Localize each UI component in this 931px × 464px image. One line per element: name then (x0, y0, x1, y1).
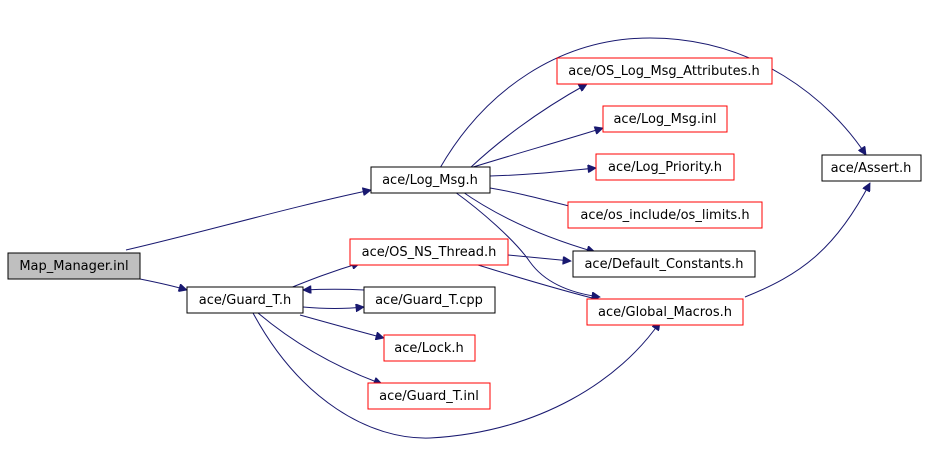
node-box (370, 166, 491, 194)
node-guard-t-h[interactable]: ace/Guard_T.h (186, 286, 304, 314)
edge-guard-t-to-lock (299, 314, 384, 338)
edge-guard-t-to-global-macros (252, 312, 660, 439)
edge-log-msg-to-assert (439, 37, 866, 169)
node-label: ace/Global_Macros.h (598, 305, 732, 320)
edge-log-msg-to-log-priority (489, 168, 596, 177)
edge-map-manager-to-log-msg (125, 190, 371, 251)
node-os-log-msg-attributes-h[interactable]: ace/OS_Log_Msg_Attributes.h (556, 57, 773, 85)
node-box (186, 286, 304, 314)
edge-guard-t-cpp-to-guard-t (303, 289, 365, 290)
node-box (383, 334, 476, 362)
node-label: ace/OS_NS_Thread.h (362, 245, 497, 260)
node-box (572, 250, 756, 278)
node-default-constants-h[interactable]: ace/Default_Constants.h (572, 250, 756, 278)
node-label: ace/Lock.h (394, 341, 464, 356)
node-label: ace/os_include/os_limits.h (580, 208, 749, 223)
edge-log-msg-to-log-msg-inl (469, 128, 603, 169)
node-os-ns-thread-h[interactable]: ace/OS_NS_Thread.h (349, 238, 509, 266)
edge-log-msg-to-os-log-msg-attributes (469, 83, 587, 169)
node-box (367, 382, 491, 410)
node-map-manager-inl[interactable]: Map_Manager.inl (7, 252, 141, 280)
node-box (349, 238, 509, 266)
edge-log-msg-to-os-limits (489, 187, 577, 208)
edge-guard-t-to-os-ns-thread (289, 263, 360, 289)
node-box (602, 105, 728, 133)
node-global-macros-h[interactable]: ace/Global_Macros.h (586, 298, 744, 326)
node-box (586, 298, 744, 326)
node-label: ace/Guard_T.h (199, 293, 291, 308)
node-label: ace/Assert.h (831, 161, 912, 176)
node-label: ace/Guard_T.cpp (375, 293, 483, 308)
node-label: ace/Log_Msg.inl (613, 112, 716, 127)
edge-map-manager-to-guard-t (139, 278, 187, 290)
edge-os-ns-thread-to-global-macros (477, 264, 600, 300)
edge-guard-t-to-guard-t-cpp (302, 307, 364, 309)
edge-guard-t-to-guard-t-inl (257, 312, 382, 384)
node-guard-t-inl[interactable]: ace/Guard_T.inl (367, 382, 491, 410)
node-os-limits-h[interactable]: ace/os_include/os_limits.h (567, 201, 763, 229)
node-label: ace/Log_Msg.h (382, 173, 478, 188)
node-label: ace/OS_Log_Msg_Attributes.h (568, 64, 759, 79)
node-box (7, 252, 141, 280)
node-label: ace/Guard_T.inl (379, 389, 479, 404)
node-guard-t-cpp[interactable]: ace/Guard_T.cpp (363, 286, 496, 314)
node-box (363, 286, 496, 314)
node-label: Map_Manager.inl (19, 259, 128, 274)
node-label: ace/Default_Constants.h (584, 257, 743, 272)
edge-log-msg-to-global-macros (454, 191, 600, 297)
nodes-group: Map_Manager.inl ace/Log_Msg.h ace/Guard_… (7, 57, 922, 410)
node-log-priority-h[interactable]: ace/Log_Priority.h (595, 153, 735, 181)
node-log-msg-h[interactable]: ace/Log_Msg.h (370, 166, 491, 194)
edge-log-msg-to-default-constants (459, 189, 595, 252)
node-box (567, 201, 763, 229)
node-box (595, 153, 735, 181)
edge-os-ns-thread-to-default-constants (507, 254, 571, 261)
node-label: ace/Log_Priority.h (608, 160, 722, 175)
node-log-msg-inl[interactable]: ace/Log_Msg.inl (602, 105, 728, 133)
node-box (556, 57, 773, 85)
node-assert-h[interactable]: ace/Assert.h (821, 154, 922, 182)
edge-global-macros-to-assert (744, 183, 871, 298)
edges-group (125, 37, 871, 439)
node-lock-h[interactable]: ace/Lock.h (383, 334, 476, 362)
node-box (821, 154, 922, 182)
